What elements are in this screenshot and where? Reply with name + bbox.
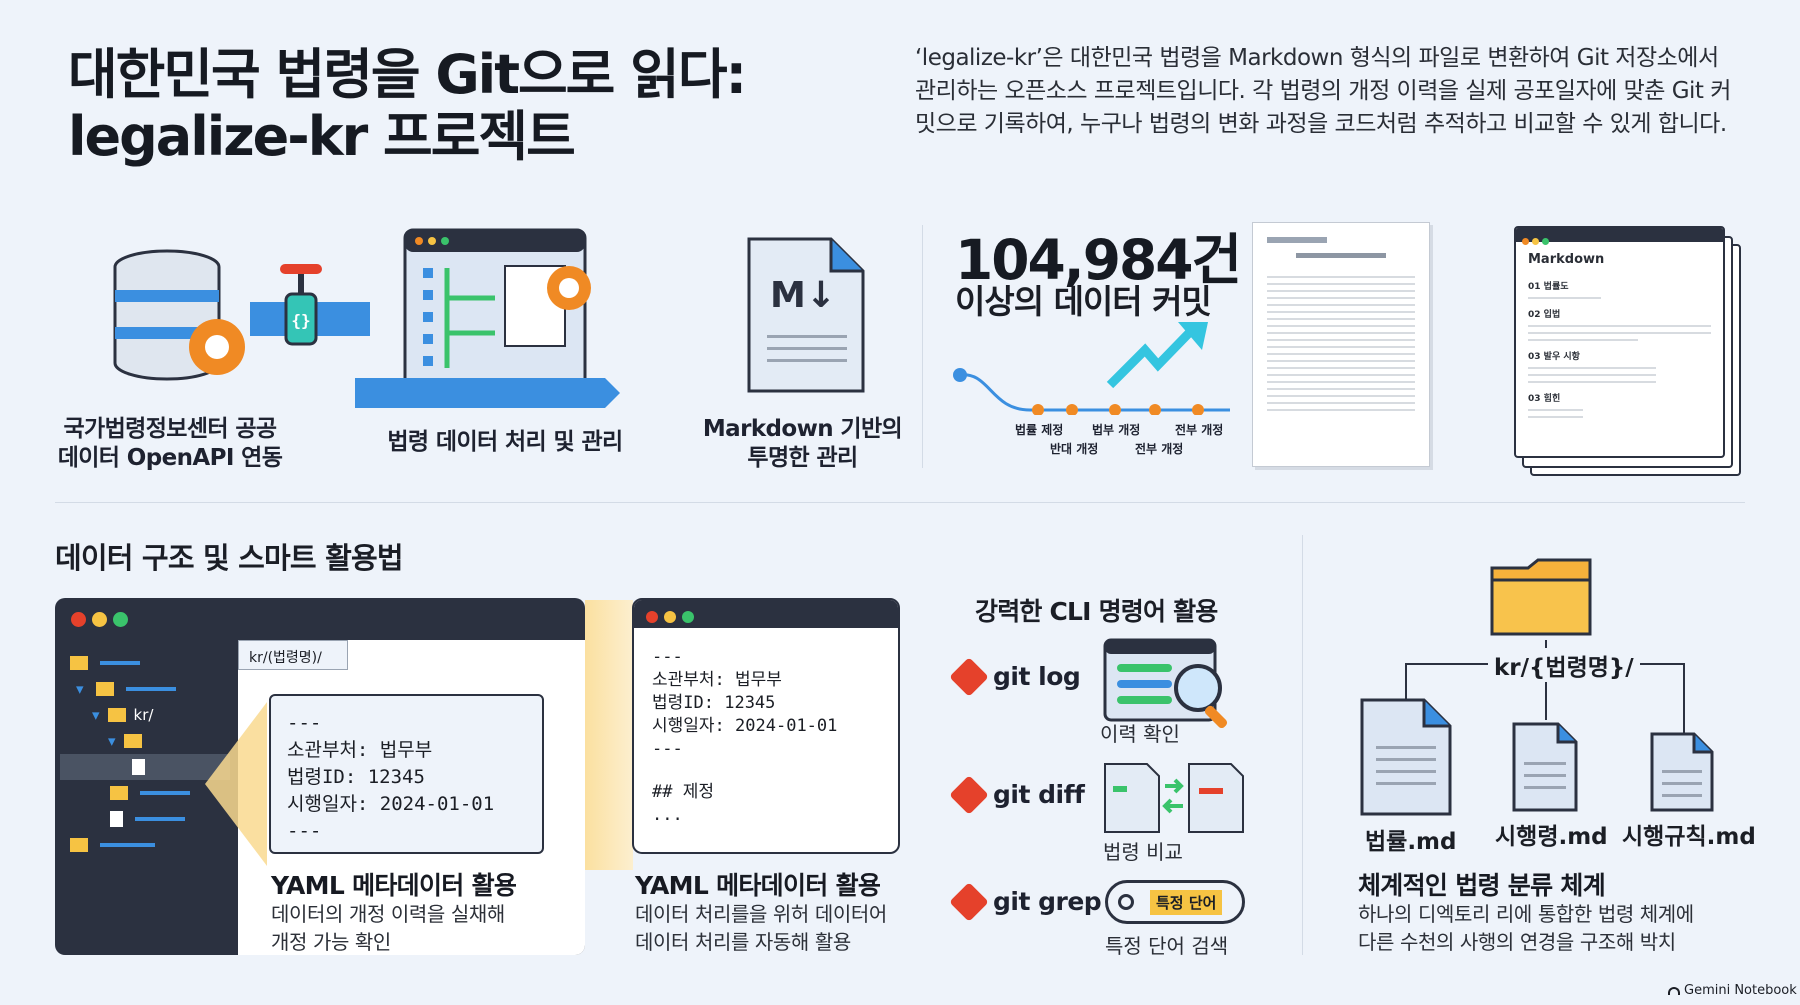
cli-git-diff: git diff [949,774,1085,815]
yaml-editor-window: --- 소관부처: 법무부 법령ID: 12345 시행일자: 2024-01-… [632,598,900,854]
cli-git-grep-sub: 특정 단어 검색 [1105,934,1229,958]
folder-icon [70,656,88,670]
timeline-label-2: 반대 개정 [1050,442,1099,456]
search-icon [1118,894,1134,910]
card2-desc: 데이터 처리를을 위허 데이터어 데이터 처리를 자동해 활용 [635,902,887,954]
cli-git-log-sub: 이력 확인 [1100,722,1180,746]
divider-horizontal [55,502,1745,503]
markdown-caption: Markdown 기반의 투명한 관리 [702,416,903,471]
cli-git-diff-sub: 법령 비교 [1103,840,1183,864]
file-name-rule: 시행규칙.md [1622,824,1756,850]
search-bar[interactable]: 특정 단어 [1105,880,1245,924]
system-title: 체계적인 법령 분류 체계 [1358,871,1606,900]
processing-caption: 법령 데이터 처리 및 관리 [387,429,623,455]
file-tree: ▾ ▾kr/ ▾ [60,650,230,858]
gemini-logo-icon [1668,986,1680,995]
git-icon [949,774,989,815]
stat-number: 104,984건 [955,228,1242,292]
folder-icon [107,708,126,722]
processing-window-icon [355,228,620,408]
cli-git-log: git log [949,656,1081,697]
selected-file-row[interactable] [60,754,230,780]
pipe-valve-icon: {} [250,264,370,346]
svg-text:{}: {} [291,311,310,330]
card1-title: YAML 메타데이터 활용 [271,871,517,900]
yaml-metadata-card-1: --- 소관부처: 법무부 법령ID: 12345 시행일자: 2024-01-… [269,694,544,854]
diff-compare-icon [1104,763,1244,833]
folder-icon [1490,558,1592,636]
file-icon [132,759,145,775]
file-name-law: 법률.md [1365,829,1457,855]
timeline-label-3: 법부 개정 [1092,423,1141,437]
md-doc-title: Markdown [1528,252,1605,267]
law-document-preview [1252,222,1430,467]
git-icon [949,656,989,697]
rule-file-icon [1650,732,1714,812]
file-name-decree: 시행령.md [1495,824,1608,850]
timeline-label-5: 전부 개정 [1175,423,1224,437]
title-line-1: 대한민국 법령을 Git으로 읽다: [68,43,747,106]
file-icon [110,811,123,827]
timeline-label-1: 법률 제정 [1015,423,1064,437]
markdown-window-preview: Markdown 01 법률도 02 입법 03 발우 시항 03 힘힌 [1514,226,1725,458]
tab-path[interactable]: kr/(법령명)/ [238,640,348,670]
markdown-file-icon [747,237,865,393]
law-file-icon [1360,698,1452,816]
commit-timeline-graph [953,322,1230,415]
file-explorer-window: kr/(법령명)/ ▾ ▾kr/ ▾ --- 소관부처: 법무부 법령ID: 1… [55,598,585,955]
card2-title: YAML 메타데이터 활용 [635,871,881,900]
timeline-label-4: 전부 개정 [1135,442,1184,456]
folder-icon [123,734,142,748]
stat-label: 이상의 데이터 커밋 [955,282,1212,321]
folder-icon [110,786,128,800]
cli-git-grep: git grep [949,881,1102,922]
decree-file-icon [1512,722,1578,812]
folder-path-label: kr/{법령명}/ [1488,648,1640,682]
project-description: ‘legalize-kr’은 대한민국 법령을 Markdown 형식의 파일로… [915,45,1731,137]
log-search-icon [1103,638,1228,728]
tree-label-kr[interactable]: kr/ [133,706,154,724]
cli-title: 강력한 CLI 명령어 활용 [975,597,1218,626]
section-title: 데이터 구조 및 스마트 활용법 [55,541,404,575]
page-title: 대한민국 법령을 Git으로 읽다: legalize-kr 프로젝트 [68,43,747,168]
system-desc: 하나의 디엑토리 리에 통합한 법령 체계에 다른 수천의 사행의 연경을 구조… [1358,902,1694,954]
git-icon [949,881,989,922]
api-caption: 국가법령정보센터 공공 데이터 OpenAPI 연동 [57,416,283,471]
markdown-logo: M↓ [770,275,836,316]
database-icon [113,249,245,381]
folder-icon [70,838,88,852]
divider-vertical-top [922,225,923,468]
title-line-2: legalize-kr 프로젝트 [68,105,576,168]
card1-desc: 데이터의 개정 이력을 실채해 개정 가능 확인 [271,902,505,954]
footer-brand: Gemini Notebook [1668,983,1797,998]
gear-icon [189,319,245,375]
folder-icon [95,682,114,696]
divider-vertical-bottom [1302,535,1303,955]
